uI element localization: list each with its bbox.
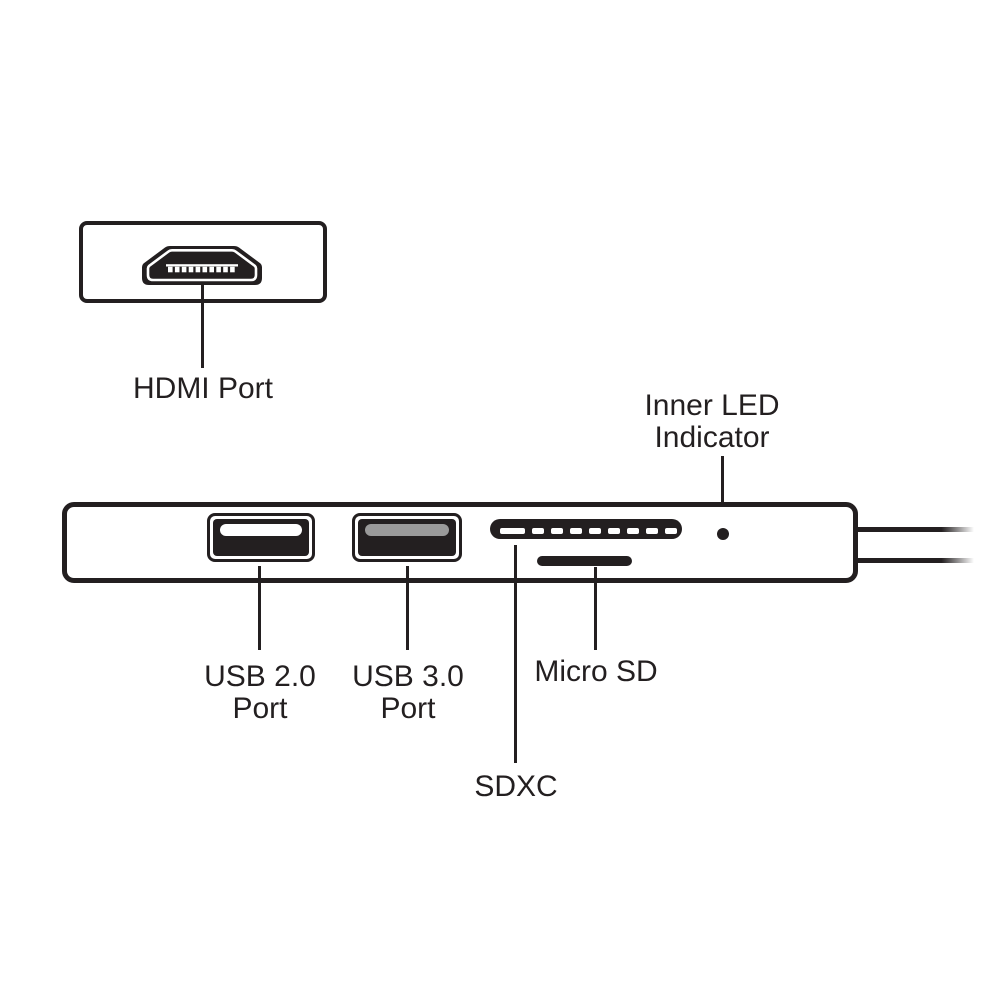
usb2-port-icon <box>207 513 315 562</box>
usb3-port-icon <box>352 513 462 562</box>
cable-top <box>858 527 974 532</box>
cable-bottom <box>858 558 974 563</box>
usb2-port-label: USB 2.0 Port <box>180 661 340 725</box>
sdxc-label: SDXC <box>416 771 616 803</box>
micro-sd-label-text: Micro SD <box>534 655 658 688</box>
sdxc-label-text: SDXC <box>474 770 558 803</box>
micro-sd-slot-icon <box>537 556 632 566</box>
usb2-port-cavity <box>213 519 309 556</box>
sd-card-slot-pins <box>490 519 682 539</box>
hdmi-port-label: HDMI Port <box>79 373 327 405</box>
sdxc-leader-line <box>514 545 517 763</box>
hdmi-port-label-text: HDMI Port <box>132 372 273 405</box>
usb3-port-label-line1: USB 3.0 <box>352 660 464 693</box>
sd-card-slot-icon <box>490 519 682 539</box>
usb2-port-tongue <box>220 524 302 536</box>
usb3-port-label: USB 3.0 Port <box>328 661 488 725</box>
led-leader-line <box>721 456 724 522</box>
led-indicator-label: Inner LED Indicator <box>612 390 812 454</box>
hdmi-connector-icon <box>142 246 262 285</box>
usb2-port-label-line1: USB 2.0 <box>204 660 316 693</box>
led-indicator-label-line2: Indicator <box>654 421 770 454</box>
usb3-port-cavity <box>358 519 456 556</box>
usb3-port-label-line2: Port <box>380 692 436 725</box>
usb2-port-label-line2: Port <box>232 692 288 725</box>
hdmi-leader-line <box>201 285 204 368</box>
led-indicator-label-line1: Inner LED <box>644 389 780 422</box>
led-dot-icon <box>717 528 729 540</box>
usb2-leader-line <box>258 566 261 650</box>
usb3-port-tongue <box>365 524 449 536</box>
usb3-leader-line <box>406 566 409 650</box>
micro-sd-label: Micro SD <box>496 656 696 688</box>
micro-sd-leader-line <box>594 567 597 650</box>
